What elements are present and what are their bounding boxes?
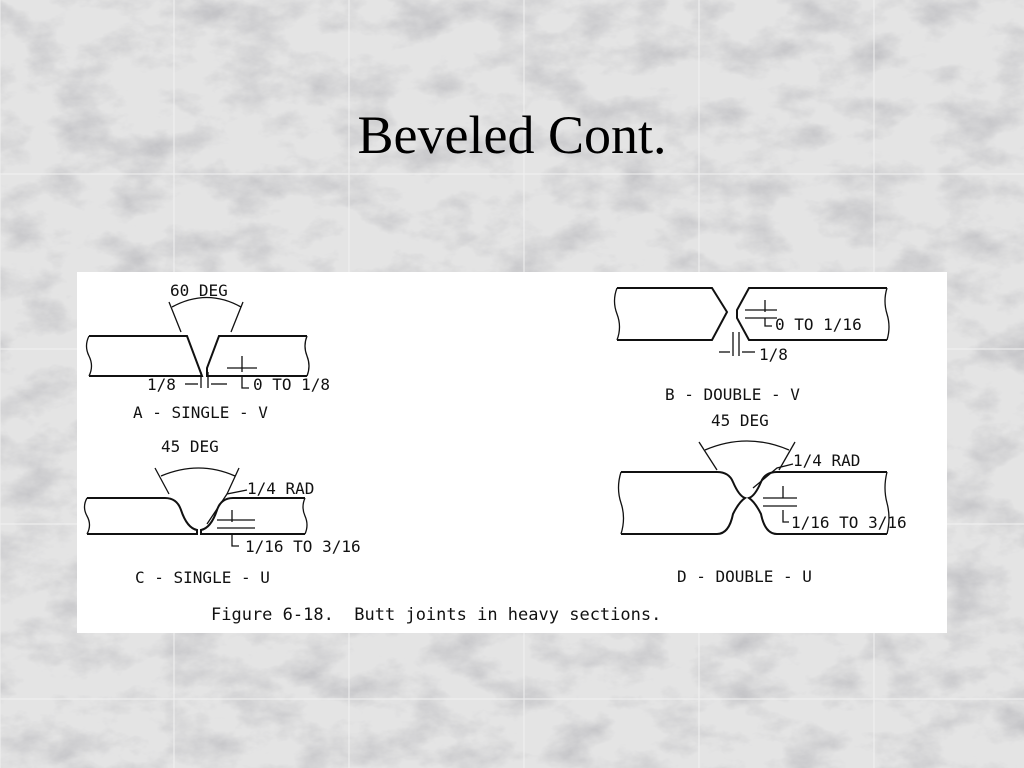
joint-c-name: C - SINGLE - U bbox=[135, 568, 270, 587]
joint-a-root-label: 0 TO 1/8 bbox=[253, 375, 330, 394]
butt-joints-diagram: 60 DEG 1/8 0 TO 1/8 A - SINGLE - V 0 TO … bbox=[83, 281, 907, 625]
figure-caption: Figure 6-18. Butt joints in heavy sectio… bbox=[211, 605, 661, 625]
joint-d-radius-label: 1/4 RAD bbox=[793, 451, 860, 470]
joint-c-angle-label: 45 DEG bbox=[161, 437, 219, 456]
joint-d-angle-label: 45 DEG bbox=[711, 411, 769, 430]
joint-c-radius-label: 1/4 RAD bbox=[247, 479, 314, 498]
joint-c-left-plate bbox=[87, 497, 198, 535]
joint-b-double-v: 0 TO 1/16 1/8 B - DOUBLE - V bbox=[613, 287, 890, 404]
joint-a-right-plate bbox=[206, 335, 307, 377]
joint-a-name: A - SINGLE - V bbox=[133, 403, 268, 422]
joint-c-single-u: 45 DEG 1/4 RAD 1/16 TO 3/16 C - SINGLE -… bbox=[83, 437, 361, 587]
joint-b-root-label: 0 TO 1/16 bbox=[775, 315, 862, 334]
joint-c-root-label: 1/16 TO 3/16 bbox=[245, 537, 361, 556]
joint-b-name: B - DOUBLE - V bbox=[665, 385, 800, 404]
joint-b-right-plate bbox=[736, 287, 887, 341]
joint-d-root-label: 1/16 TO 3/16 bbox=[791, 513, 907, 532]
joint-a-left-plate bbox=[89, 335, 204, 377]
slide-title: Beveled Cont. bbox=[357, 105, 667, 165]
joint-b-gap-label: 1/8 bbox=[759, 345, 788, 364]
joint-d-name: D - DOUBLE - U bbox=[677, 567, 812, 586]
joint-d-left-plate bbox=[621, 471, 748, 535]
figure-panel: 60 DEG 1/8 0 TO 1/8 A - SINGLE - V 0 TO … bbox=[77, 272, 947, 633]
joint-d-right-plate bbox=[746, 471, 887, 535]
joint-b-left-plate bbox=[617, 287, 729, 341]
joint-d-double-u: 45 DEG 1/4 RAD 1/16 TO 3/16 D - DOUBLE -… bbox=[617, 411, 907, 586]
joint-a-angle-label: 60 DEG bbox=[170, 281, 228, 300]
joint-a-single-v: 60 DEG 1/8 0 TO 1/8 A - SINGLE - V bbox=[85, 281, 330, 422]
joint-a-gap-label: 1/8 bbox=[147, 375, 176, 394]
